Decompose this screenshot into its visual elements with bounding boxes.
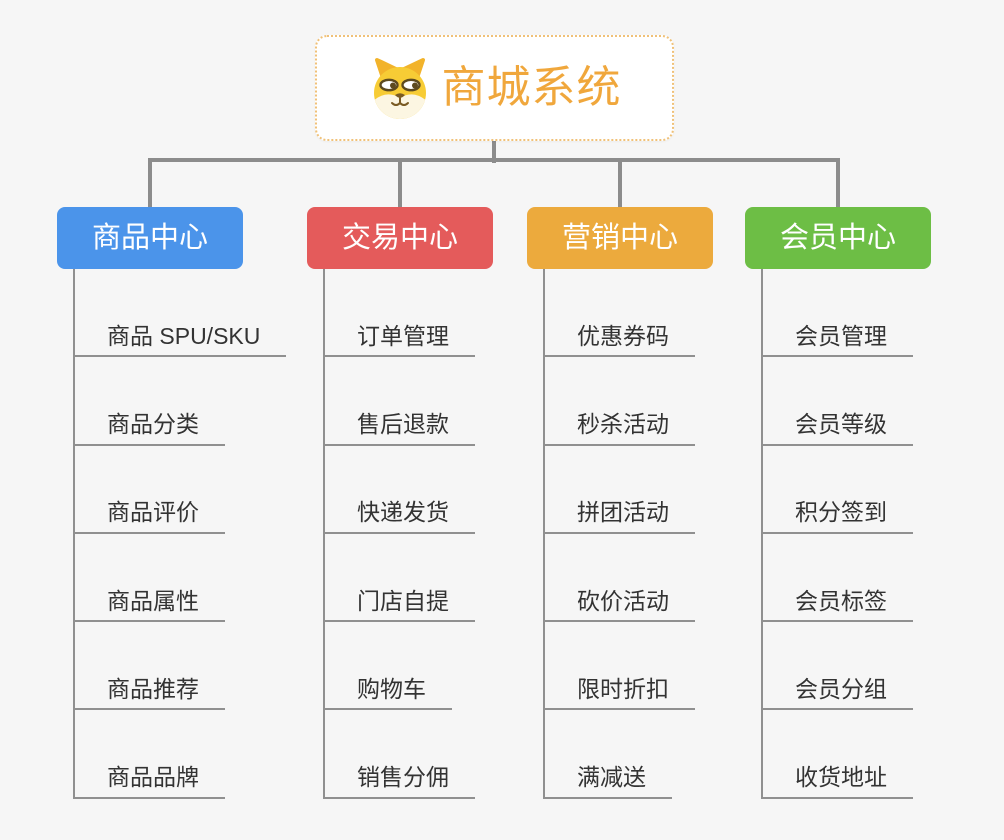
branch-node-2[interactable]: 交易中心 bbox=[307, 207, 493, 269]
leaf-item[interactable]: 商品品牌 bbox=[75, 710, 225, 799]
leaf-item[interactable]: 砍价活动 bbox=[545, 534, 695, 623]
branch-leaf-list: 订单管理售后退款快递发货门店自提购物车销售分佣 bbox=[323, 269, 475, 799]
branch-node-3[interactable]: 营销中心 bbox=[527, 207, 713, 269]
branch-leaf-list: 优惠券码秒杀活动拼团活动砍价活动限时折扣满减送 bbox=[543, 269, 695, 799]
dog-face-icon bbox=[368, 56, 432, 120]
leaf-item[interactable]: 会员等级 bbox=[763, 357, 913, 446]
branch-node-1[interactable]: 商品中心 bbox=[57, 207, 243, 269]
connector-root-stub bbox=[492, 141, 496, 163]
leaf-item[interactable]: 收货地址 bbox=[763, 710, 913, 799]
leaf-item[interactable]: 满减送 bbox=[545, 710, 672, 799]
leaf-item[interactable]: 积分签到 bbox=[763, 446, 913, 534]
leaf-item[interactable]: 优惠券码 bbox=[545, 269, 695, 358]
connector-drop-3 bbox=[618, 158, 622, 208]
leaf-item[interactable]: 会员分组 bbox=[763, 622, 913, 711]
leaf-item[interactable]: 限时折扣 bbox=[545, 622, 695, 711]
leaf-item[interactable]: 商品属性 bbox=[75, 534, 225, 623]
leaf-item[interactable]: 销售分佣 bbox=[325, 710, 475, 799]
leaf-item[interactable]: 秒杀活动 bbox=[545, 357, 695, 446]
leaf-item[interactable]: 商品推荐 bbox=[75, 622, 225, 711]
leaf-item[interactable]: 订单管理 bbox=[325, 269, 475, 358]
leaf-item[interactable]: 拼团活动 bbox=[545, 446, 695, 534]
leaf-item[interactable]: 会员管理 bbox=[763, 269, 913, 358]
root-title: 商城系统 bbox=[441, 63, 622, 112]
leaf-item[interactable]: 商品 SPU/SKU bbox=[75, 269, 287, 358]
leaf-item[interactable]: 购物车 bbox=[325, 622, 452, 711]
branch-node-4[interactable]: 会员中心 bbox=[745, 207, 931, 269]
leaf-item[interactable]: 门店自提 bbox=[325, 534, 475, 623]
connector-drop-2 bbox=[398, 158, 402, 208]
leaf-item[interactable]: 快递发货 bbox=[325, 446, 475, 534]
connector-bus bbox=[148, 158, 840, 162]
leaf-item[interactable]: 会员标签 bbox=[763, 534, 913, 623]
branch-leaf-list: 会员管理会员等级积分签到会员标签会员分组收货地址 bbox=[761, 269, 913, 799]
connector-drop-1 bbox=[148, 158, 152, 208]
connector-drop-4 bbox=[836, 158, 840, 208]
root-node[interactable]: 商城系统 bbox=[315, 35, 674, 141]
leaf-item[interactable]: 商品分类 bbox=[75, 357, 225, 446]
leaf-item[interactable]: 商品评价 bbox=[75, 446, 225, 534]
leaf-item[interactable]: 售后退款 bbox=[325, 357, 475, 446]
